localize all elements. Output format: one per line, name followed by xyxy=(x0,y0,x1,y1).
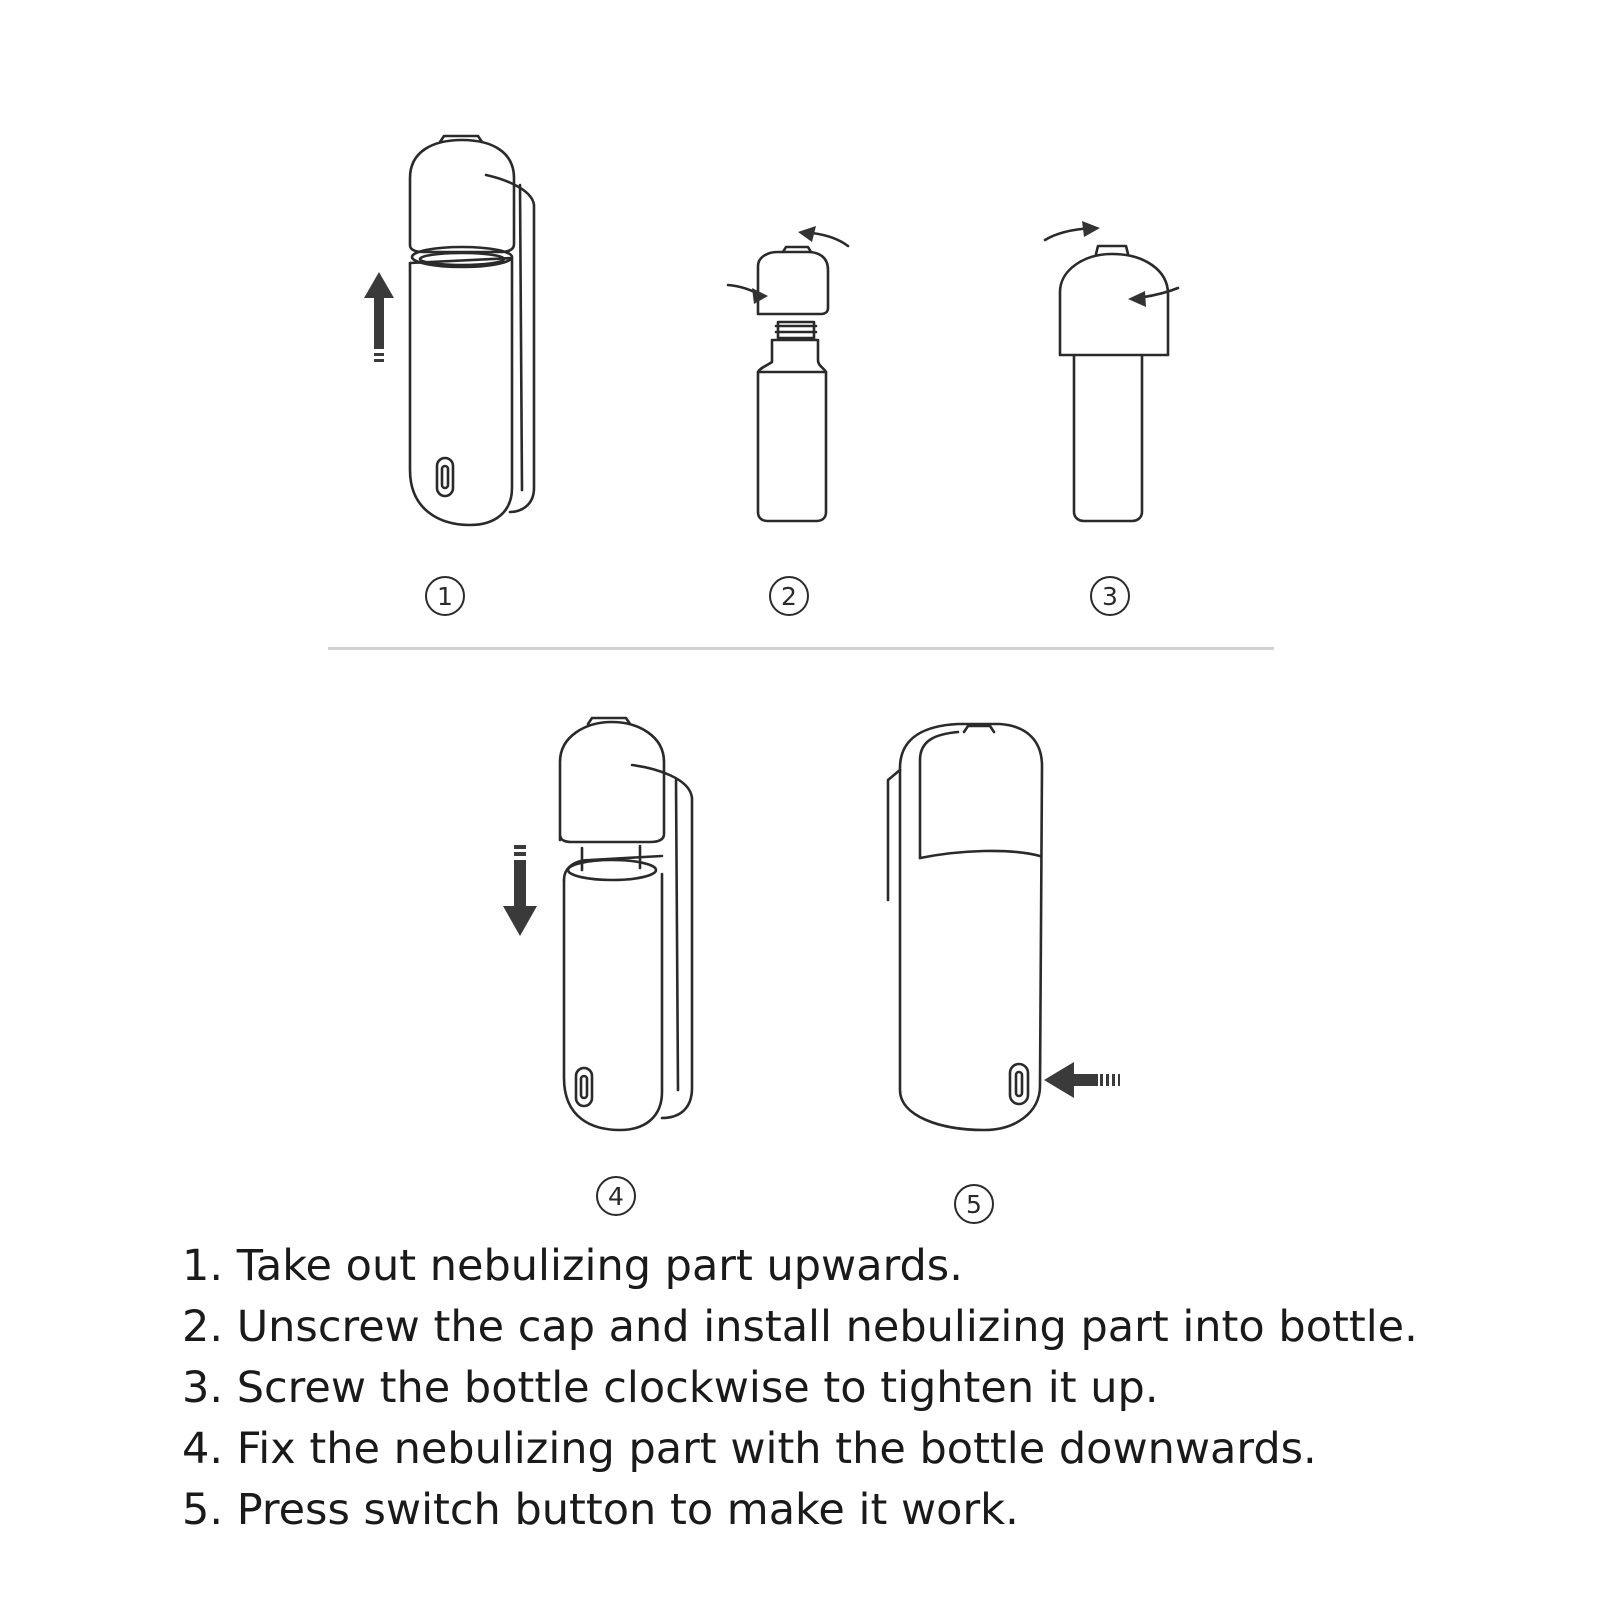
rotate-arrows-icon xyxy=(752,226,816,304)
figure-2-bottle xyxy=(726,231,850,523)
step-1-marker: 1 xyxy=(425,576,465,616)
up-arrow-icon xyxy=(364,272,394,362)
step-3-marker: 3 xyxy=(1090,576,1130,616)
figure-5-device xyxy=(886,722,1044,1132)
figure-4-device xyxy=(558,716,694,1132)
section-divider xyxy=(328,647,1274,650)
rotate-arrows-icon-2 xyxy=(1082,221,1146,307)
instruction-item: 3. Screw the bottle clockwise to tighten… xyxy=(182,1363,1159,1413)
figure-3-bottle xyxy=(1043,226,1180,523)
instruction-list: 1. Take out nebulizing part upwards. 2. … xyxy=(182,1236,1418,1541)
step-4-marker: 4 xyxy=(596,1176,636,1216)
left-arrow-icon xyxy=(1044,1062,1120,1098)
down-arrow-icon xyxy=(503,845,537,936)
instruction-item: 1. Take out nebulizing part upwards. xyxy=(182,1241,963,1291)
instruction-item: 5. Press switch button to make it work. xyxy=(182,1485,1019,1535)
instruction-item: 4. Fix the nebulizing part with the bott… xyxy=(182,1424,1317,1474)
step-5-marker: 5 xyxy=(954,1184,994,1224)
instruction-item: 2. Unscrew the cap and install nebulizin… xyxy=(182,1302,1418,1352)
figure-1-device xyxy=(408,134,536,527)
step-2-marker: 2 xyxy=(769,576,809,616)
